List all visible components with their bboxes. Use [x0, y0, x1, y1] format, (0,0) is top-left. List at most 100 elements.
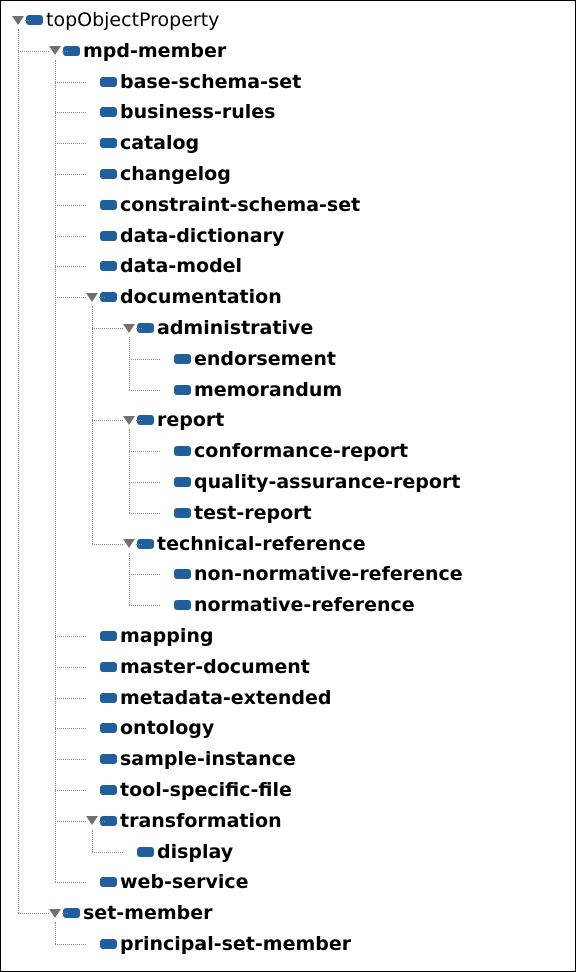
tree-node-report[interactable]: report: [122, 405, 224, 435]
tree-node-conformance-report[interactable]: conformance-report: [159, 436, 408, 466]
expanded-triangle-icon[interactable]: [48, 44, 62, 58]
tree-connector: [55, 81, 86, 83]
expanded-triangle-icon[interactable]: [11, 13, 25, 27]
tree-node-quality-assurance-report[interactable]: quality-assurance-report: [159, 467, 460, 497]
expanded-triangle-icon[interactable]: [48, 906, 62, 920]
tree-node-label[interactable]: principal-set-member: [120, 933, 352, 955]
tree-node-technical-reference[interactable]: technical-reference: [122, 529, 366, 559]
tree-connector: [55, 697, 86, 699]
tree-node-label[interactable]: base-schema-set: [120, 70, 302, 93]
tree-node-normative-reference[interactable]: normative-reference: [159, 590, 415, 620]
tree-node-business-rules[interactable]: business-rules: [85, 97, 275, 127]
tree-node-display[interactable]: display: [122, 837, 233, 867]
tree-node-label[interactable]: tool-specific-file: [120, 779, 292, 801]
tree-node-label[interactable]: documentation: [120, 286, 282, 309]
class-node-icon: [174, 569, 191, 580]
class-node-icon: [100, 815, 117, 826]
class-node-icon: [100, 661, 117, 672]
tree-node-label[interactable]: metadata-extended: [120, 686, 332, 709]
tree-node-tool-specific-file[interactable]: tool-specific-file: [85, 775, 292, 805]
tree-node-data-dictionary[interactable]: data-dictionary: [85, 221, 284, 251]
tree-connector: [136, 543, 142, 545]
tree-node-test-report[interactable]: test-report: [159, 498, 312, 528]
tree-node-non-normative-reference[interactable]: non-normative-reference: [159, 559, 463, 589]
expanded-triangle-icon[interactable]: [122, 321, 136, 335]
tree-node-web-service[interactable]: web-service: [85, 867, 249, 897]
tree-node-metadata-extended[interactable]: metadata-extended: [85, 683, 332, 713]
class-node-icon: [137, 323, 154, 333]
tree-node-label[interactable]: catalog: [120, 132, 200, 155]
tree-node-label[interactable]: quality-assurance-report: [194, 471, 461, 493]
tree-node-label[interactable]: display: [157, 840, 234, 863]
tree-node-label[interactable]: memorandum: [194, 378, 343, 401]
tree-node-master-document[interactable]: master-document: [85, 652, 310, 682]
class-node-icon: [26, 15, 43, 25]
tree-node-label[interactable]: sample-instance: [120, 748, 296, 771]
tree-node-label[interactable]: changelog: [120, 163, 231, 185]
tree-node-label[interactable]: mapping: [120, 625, 214, 647]
tree-node-set-member[interactable]: set-member: [48, 898, 213, 928]
tree-connector: [55, 174, 86, 175]
tree-node-label[interactable]: master-document: [120, 655, 310, 678]
tree-connector: [136, 328, 142, 329]
class-node-icon: [174, 507, 191, 518]
tree-node-label[interactable]: non-normative-reference: [194, 563, 463, 586]
class-node-icon: [100, 723, 117, 734]
tree-connector: [129, 389, 160, 391]
tree-node-label[interactable]: constraint-schema-set: [120, 193, 361, 216]
expanded-triangle-icon[interactable]: [122, 413, 136, 427]
tree-node-label[interactable]: data-model: [120, 255, 243, 278]
tree-node-catalog[interactable]: catalog: [85, 128, 199, 158]
tree-connector: [136, 420, 142, 422]
tree-connector: [129, 574, 160, 576]
tree-node-transformation[interactable]: transformation: [85, 806, 282, 836]
expanded-triangle-icon[interactable]: [85, 814, 99, 828]
tree-node-topobjectproperty[interactable]: topObjectProperty: [11, 5, 219, 35]
tree-node-constraint-schema-set[interactable]: constraint-schema-set: [85, 190, 360, 220]
tree-node-administrative[interactable]: administrative: [122, 313, 313, 343]
toggle-spacer: [85, 629, 100, 643]
tree-node-memorandum[interactable]: memorandum: [159, 375, 342, 405]
tree-node-label[interactable]: transformation: [120, 809, 282, 832]
tree-connector: [55, 636, 86, 637]
tree-node-label[interactable]: test-report: [194, 501, 312, 524]
tree-connector: [55, 204, 86, 206]
tree-connector: [55, 759, 86, 761]
tree-node-sample-instance[interactable]: sample-instance: [85, 744, 296, 774]
tree-node-label[interactable]: ontology: [120, 717, 215, 740]
tree-node-label[interactable]: set-member: [83, 902, 213, 925]
tree-node-endorsement[interactable]: endorsement: [159, 344, 336, 374]
tree-node-ontology[interactable]: ontology: [85, 713, 214, 743]
toggle-spacer: [85, 752, 100, 766]
class-node-icon: [174, 353, 191, 364]
tree-connector: [92, 851, 123, 853]
tree-node-label[interactable]: topObjectProperty: [46, 9, 220, 31]
class-node-icon: [100, 754, 117, 765]
class-node-icon: [174, 384, 191, 395]
tree-node-label[interactable]: mpd-member: [83, 39, 227, 62]
toggle-spacer: [85, 259, 100, 273]
tree-node-base-schema-set[interactable]: base-schema-set: [85, 67, 301, 97]
tree-node-label[interactable]: business-rules: [120, 101, 276, 124]
expanded-triangle-icon[interactable]: [85, 290, 99, 304]
tree-node-label[interactable]: report: [157, 409, 225, 432]
tree-node-label[interactable]: conformance-report: [194, 440, 409, 463]
tree-node-documentation[interactable]: documentation: [85, 282, 282, 312]
tree-node-label[interactable]: technical-reference: [157, 532, 366, 555]
tree-node-mpd-member[interactable]: mpd-member: [48, 36, 226, 66]
class-node-icon: [100, 107, 117, 118]
tree-connector: [55, 112, 86, 114]
class-node-icon: [174, 600, 191, 611]
tree-node-label[interactable]: endorsement: [194, 347, 336, 370]
tree-connector: [25, 20, 31, 21]
tree-node-label[interactable]: administrative: [157, 317, 314, 339]
tree-node-label[interactable]: web-service: [120, 871, 249, 894]
tree-guide-line: [55, 922, 56, 944]
tree-node-principal-set-member[interactable]: principal-set-member: [85, 929, 351, 959]
tree-node-mapping[interactable]: mapping: [85, 621, 213, 651]
tree-node-label[interactable]: normative-reference: [194, 594, 415, 617]
expanded-triangle-icon[interactable]: [122, 537, 136, 551]
tree-node-data-model[interactable]: data-model: [85, 251, 242, 281]
tree-node-label[interactable]: data-dictionary: [120, 224, 285, 247]
tree-node-changelog[interactable]: changelog: [85, 159, 231, 189]
